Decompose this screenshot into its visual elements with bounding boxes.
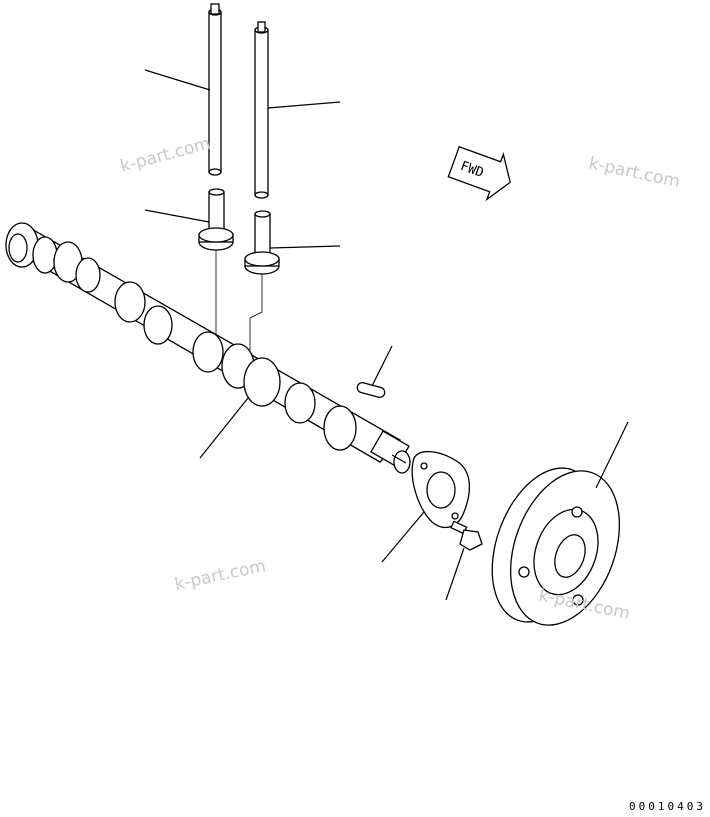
leader-line-push-rod-left	[144, 69, 211, 91]
tappet-right-guide-line	[249, 274, 263, 350]
leader-line-cam-gear	[595, 421, 629, 489]
leader-line-tappet-right	[269, 245, 341, 249]
watermark-3: k-part.com	[173, 556, 268, 595]
push-rod-right	[254, 21, 269, 199]
woodruff-key	[356, 382, 386, 398]
tappet-right	[244, 210, 280, 275]
leader-line-thrust-plate	[381, 511, 425, 563]
leader-line-key	[371, 345, 393, 387]
watermark-1: k-part.com	[118, 134, 213, 177]
leader-line-push-rod-right	[267, 101, 341, 109]
drawing-number: 00010403	[629, 800, 706, 813]
thrust-plate	[411, 451, 470, 529]
bolt	[450, 520, 483, 551]
leader-line-bolt	[445, 547, 465, 601]
cam-gear	[491, 467, 621, 626]
camshaft	[5, 222, 411, 474]
watermark-2: k-part.com	[587, 153, 682, 192]
leader-line-camshaft	[199, 397, 249, 459]
tappet-left	[198, 188, 234, 251]
leader-line-tappet-left	[144, 209, 210, 223]
push-rod-left	[208, 3, 222, 176]
forward-direction-arrow: FWD	[447, 145, 511, 202]
